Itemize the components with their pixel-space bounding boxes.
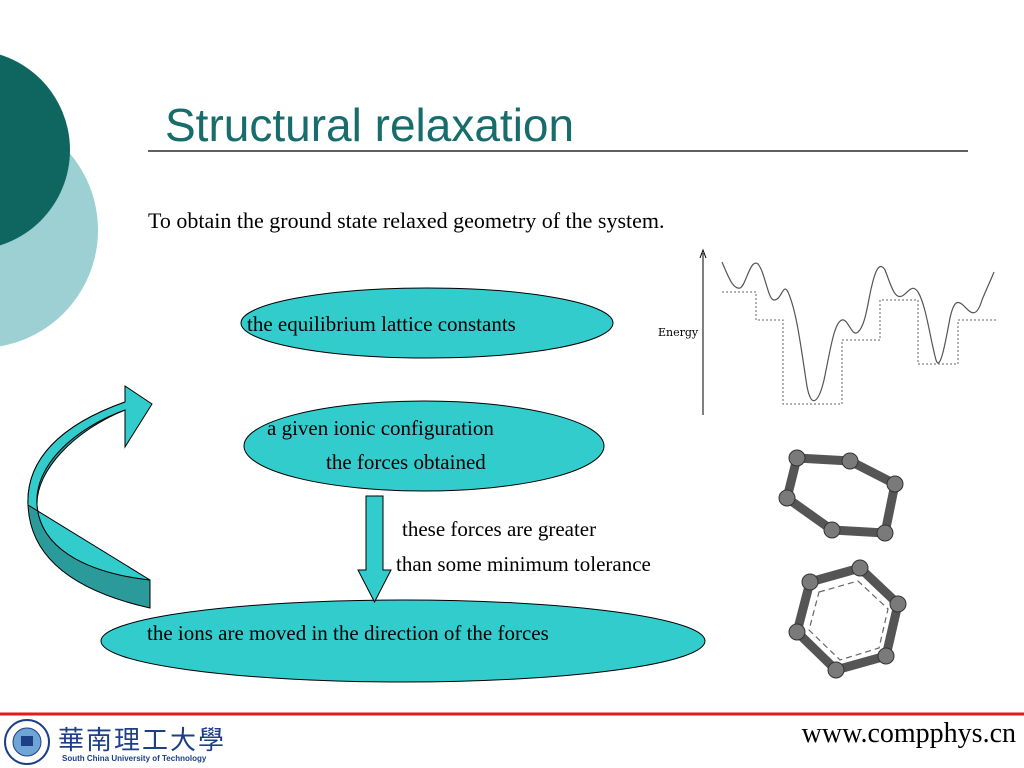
oval-text-config-line1: a given ionic configuration [267, 416, 494, 440]
oval-lattice-constants [240, 287, 614, 359]
relaxed-ring-atoms [788, 559, 907, 679]
condition-line2: than some minimum tolerance [396, 552, 651, 576]
energy-steps [722, 291, 996, 405]
distorted-ring-atoms [778, 449, 904, 542]
footer-url[interactable]: www.compphys.cn [801, 718, 1016, 749]
energy-curve [721, 261, 995, 402]
oval-text-config-line2: the forces obtained [326, 450, 486, 474]
energy-ylabel: Energy [658, 326, 699, 339]
relaxed-ring-inner-dashes [808, 580, 889, 661]
loop-arrow [27, 385, 153, 581]
university-name: 華南理工大學 [58, 726, 227, 756]
slide-subtitle: To obtain the ground state relaxed geome… [148, 208, 665, 233]
seal-building [21, 736, 33, 746]
oval-text-ions-moved: the ions are moved in the direction of t… [147, 621, 549, 645]
down-arrow [357, 495, 392, 604]
slide-title: Structural relaxation [165, 99, 575, 151]
condition-line1: these forces are greater [402, 517, 597, 541]
university-name-en: South China University of Technology [62, 754, 207, 763]
oval-text-lattice: the equilibrium lattice constants [247, 312, 516, 336]
oval-ionic-configuration [243, 400, 605, 492]
oval-ions-moved [100, 599, 706, 683]
energy-axis-arrow [699, 248, 707, 259]
dark-teal-circle [0, 54, 70, 246]
